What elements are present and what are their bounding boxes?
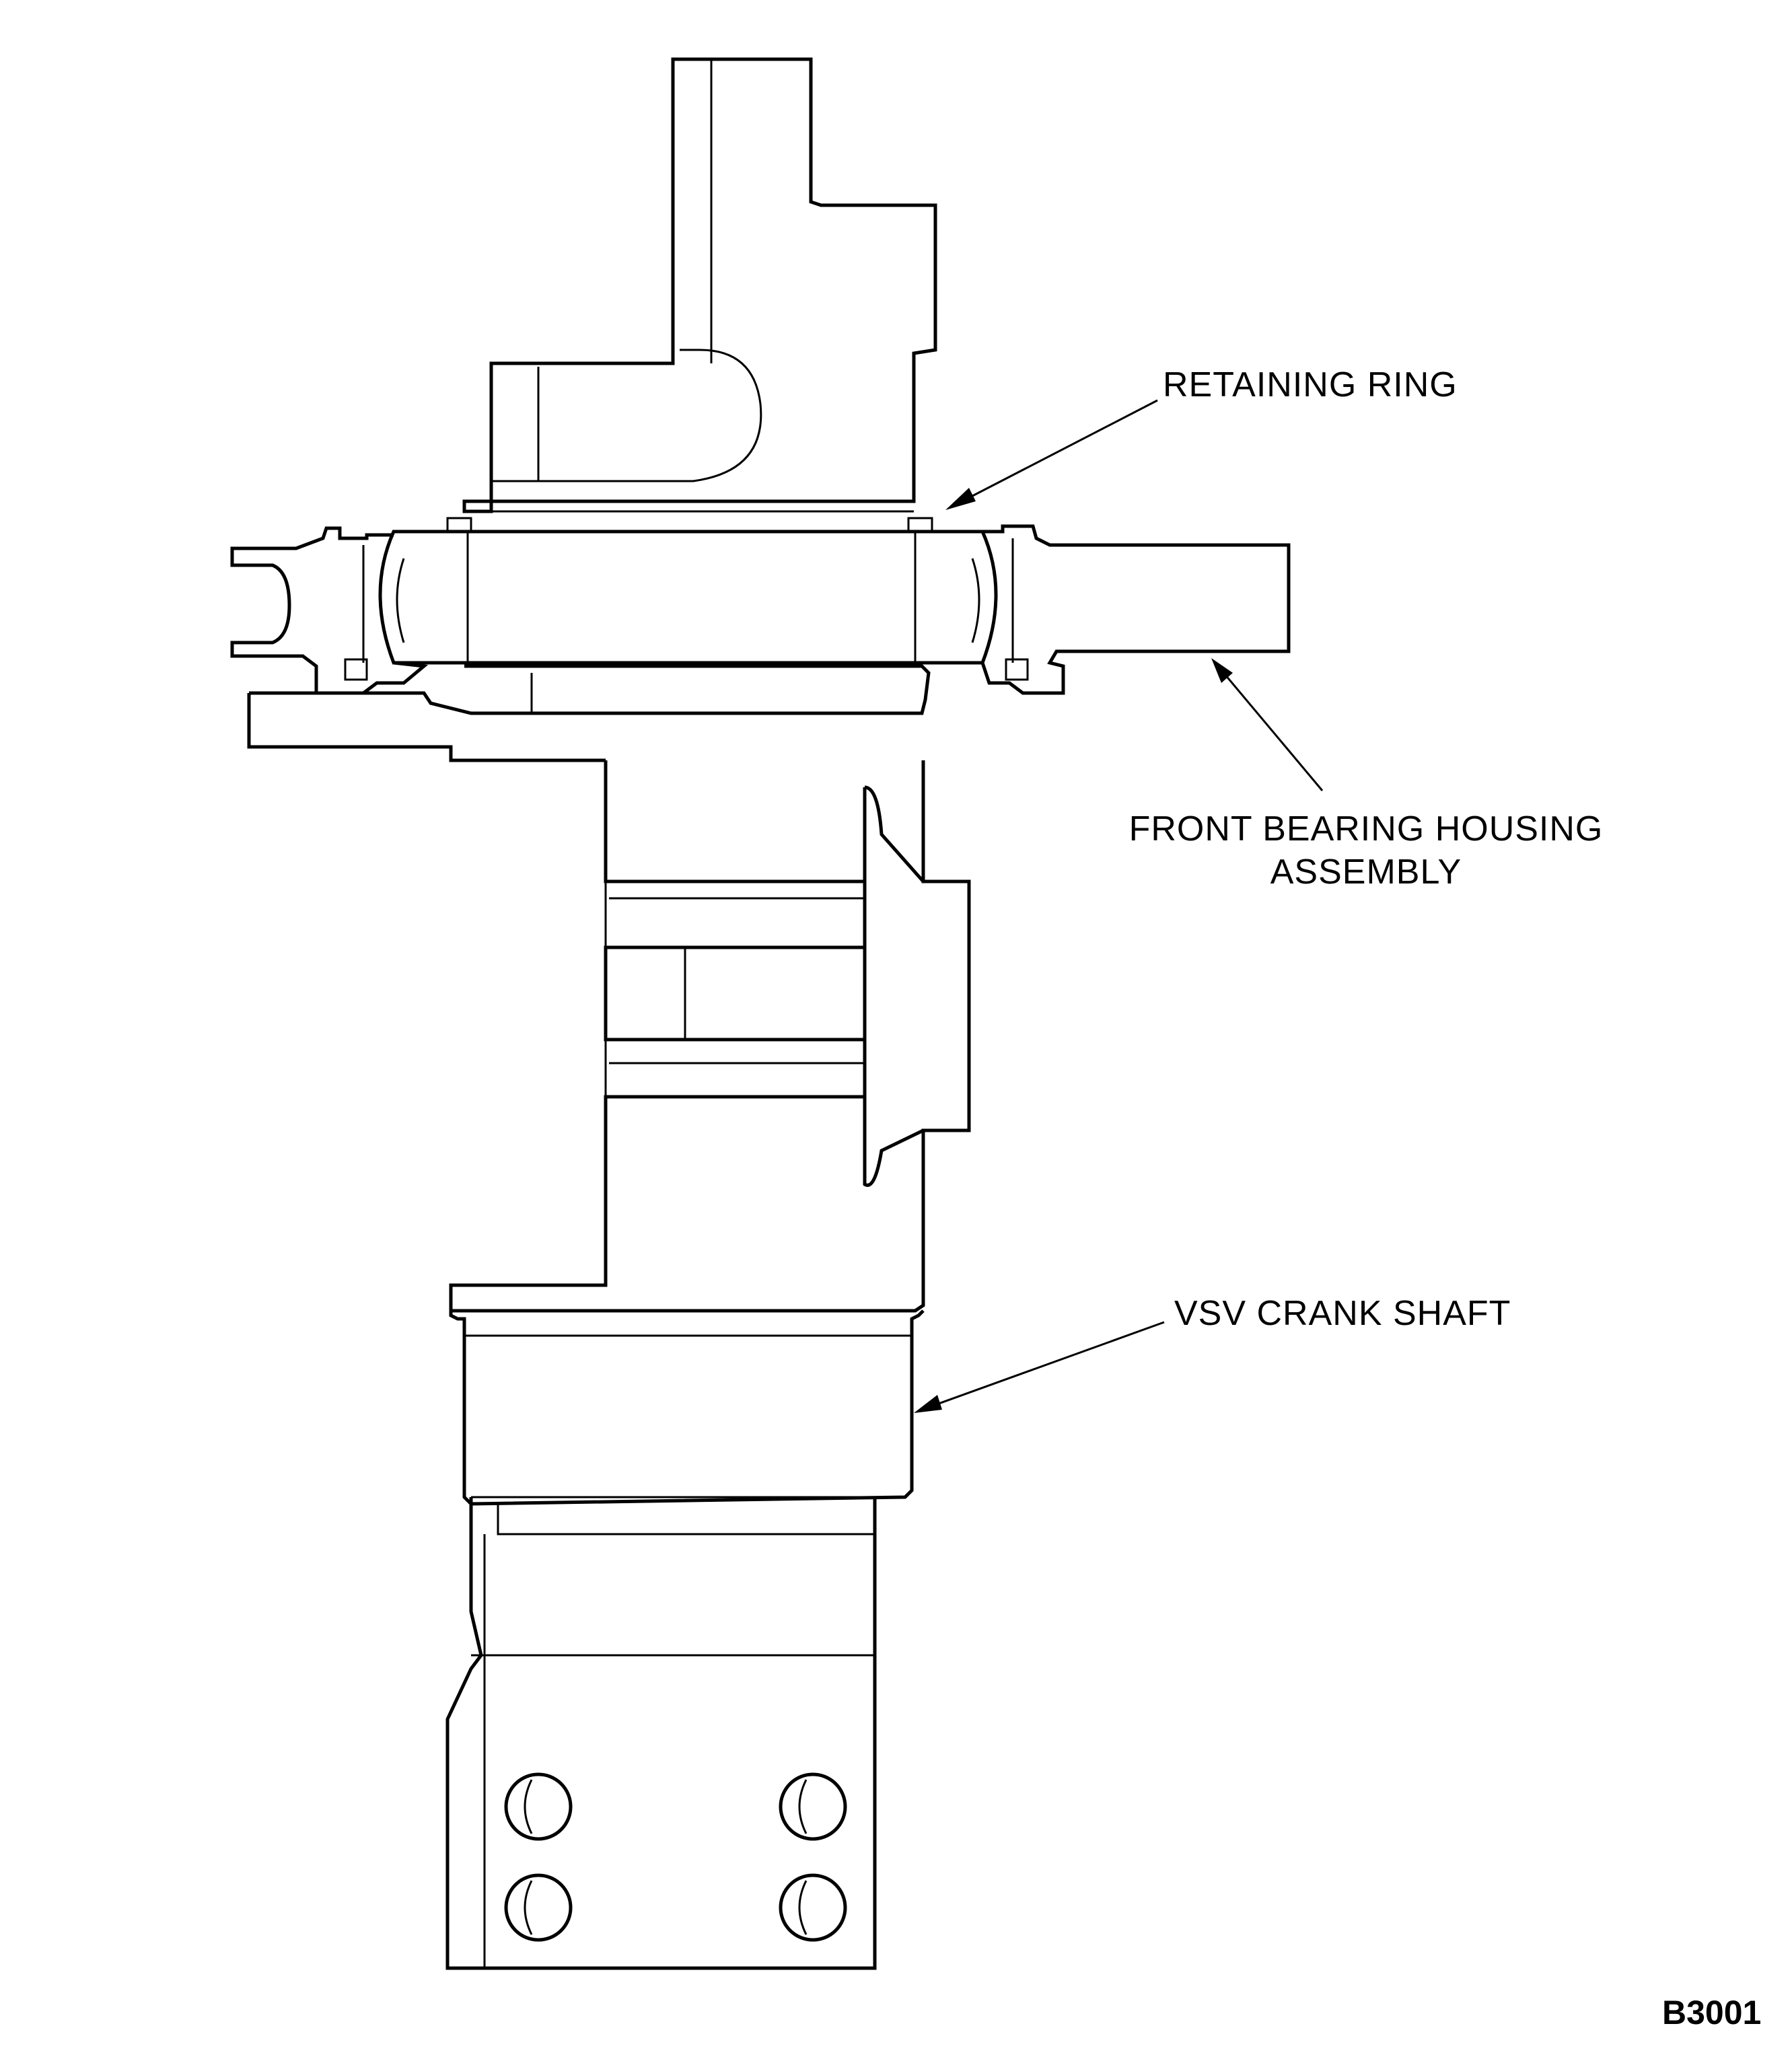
front-bearing-housing-label-line2: ASSEMBLY (1270, 853, 1462, 892)
upper-housing (462, 57, 937, 513)
lower-shaft (445, 1497, 877, 1970)
vsv-crank-shaft-leader (914, 1321, 1165, 1413)
front-bearing-housing-leader (1211, 658, 1324, 791)
retaining-ring-label: RETAINING RING (1163, 365, 1458, 404)
vsv-crank-shaft-label: VSV CRANK SHAFT (1174, 1294, 1511, 1333)
front-bearing-housing-label-line1: FRONT BEARING HOUSING (1128, 809, 1604, 848)
support-plate (247, 664, 931, 762)
figure-id: B3001 (1662, 1994, 1762, 2031)
main-column (449, 760, 971, 1313)
cylinder (449, 1309, 925, 1506)
bearing-assembly (230, 517, 1291, 695)
retaining-ring-leader (945, 399, 1158, 510)
front-bearing-housing-label: FRONT BEARING HOUSING ASSEMBLY (1124, 807, 1608, 894)
